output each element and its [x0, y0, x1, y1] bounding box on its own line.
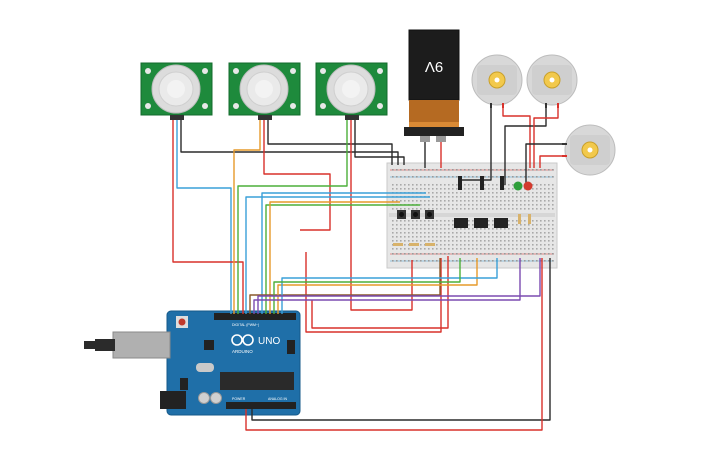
wire-pir3-signal [237, 120, 348, 314]
battery-label: 9V [425, 58, 443, 75]
transistors [454, 218, 508, 228]
wire-d-blue-2 [261, 192, 426, 314]
wire-pir3-gnd [354, 120, 405, 165]
wire-d-purple-2 [257, 258, 541, 314]
wire-d-purple [253, 258, 521, 314]
arduino-brand-label: ARDUINO [232, 349, 253, 354]
wire-pir2-gnd [267, 120, 393, 165]
wire-d-red-2 [305, 252, 442, 333]
leds [513, 181, 533, 191]
wire-pir1-vcc [172, 120, 244, 314]
arduino-model-label: UNO [258, 336, 280, 347]
wire-pir1-signal [176, 120, 232, 314]
wire-d-green-2 [273, 258, 461, 314]
wire-motor1-neg [462, 108, 492, 181]
wire-pir2-vcc [263, 120, 331, 231]
wire-pir2-signal [233, 120, 261, 314]
wire-motor3-pos [539, 155, 562, 168]
pir-sensor-3[interactable] [315, 62, 388, 120]
arduino-digital-header-label: DIGITAL (PWM~) [232, 323, 259, 327]
pir-sensor-1[interactable] [140, 62, 213, 120]
red-led [523, 181, 533, 191]
wire-d-blue-1 [245, 196, 430, 314]
wire-d-green [265, 204, 420, 314]
green-led [513, 181, 523, 191]
wire-5v-vcc [245, 258, 543, 431]
diodes [458, 176, 504, 190]
wire-d-red-1 [311, 256, 449, 329]
wire-d-brown [249, 258, 441, 314]
dc-motor-1[interactable] [471, 54, 523, 108]
pir-sensor-2[interactable] [228, 62, 301, 120]
resistors [393, 214, 531, 246]
wires [172, 108, 562, 431]
arduino-logo [231, 334, 254, 346]
wire-pir1-gnd [180, 120, 399, 165]
wire-motor1-pos [502, 108, 531, 168]
wire-motor2-neg [504, 108, 547, 185]
pushbuttons[interactable] [397, 210, 434, 219]
wire-d-orange [269, 201, 400, 314]
dc-motor-3[interactable] [562, 124, 616, 176]
wire-5v-gnd [251, 258, 551, 421]
wire-motor2-pos [533, 108, 559, 168]
arduino-uno-board[interactable]: UNO ARDUINO DIGITAL (PWM~) POWER ANALOG … [84, 310, 301, 416]
arduino-power-header-label: POWER [232, 397, 246, 401]
arduino-analog-header-label: ANALOG IN [268, 397, 288, 401]
battery-9v[interactable]: 9V [404, 29, 464, 142]
dc-motor-2[interactable] [526, 54, 578, 108]
wire-motor3-neg [525, 143, 562, 185]
